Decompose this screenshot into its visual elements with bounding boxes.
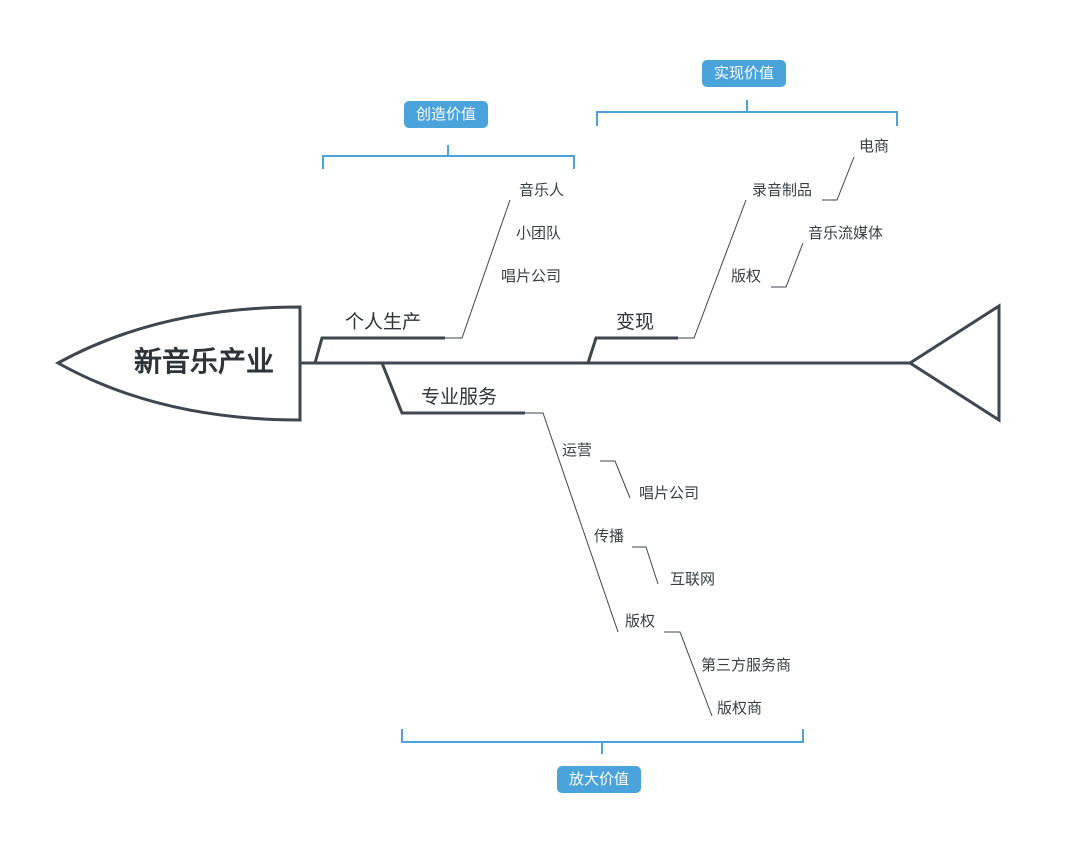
amplify-value-bracket: [401, 729, 804, 754]
branch-monetize-line: [586, 336, 678, 364]
head-title: 新音乐产业: [134, 345, 275, 378]
tag-amplify-value: 放大价值: [557, 766, 642, 793]
tag-realize-value: 实现价值: [702, 60, 787, 87]
monetize-item-recording: 录音制品: [752, 181, 813, 199]
production-item-team: 小团队: [516, 224, 562, 242]
operation-sub-line: [600, 460, 631, 499]
branch-services-line: [380, 362, 525, 415]
production-sub-line: [445, 199, 511, 339]
realize-value-bracket: [596, 100, 898, 126]
services-item-rights-holder: 版权商: [717, 699, 763, 717]
services-item-third-party: 第三方服务商: [701, 656, 792, 674]
create-value-bracket: [322, 145, 575, 169]
branch-label-monetize: 变现: [616, 311, 655, 333]
monetize-item-copyright: 版权: [731, 267, 762, 285]
monetize-item-ecommerce: 电商: [859, 137, 890, 155]
copyright-sub-line: [664, 631, 713, 717]
spread-sub-line: [632, 546, 659, 585]
branch-label-services: 专业服务: [421, 386, 498, 408]
fish-head-shape: [54, 305, 302, 422]
branch-production-line: [313, 336, 445, 364]
services-item-copyright: 版权: [625, 612, 656, 630]
monetize-item-streaming: 音乐流媒体: [808, 224, 884, 242]
services-item-spread: 传播: [594, 527, 625, 545]
fish-tail-shape: [907, 303, 1001, 423]
services-item-spread-sub: 互联网: [670, 570, 716, 588]
services-sub-line: [525, 412, 619, 633]
services-item-operation-sub: 唱片公司: [639, 484, 700, 502]
ecommerce-sub-line: [822, 156, 855, 201]
tag-create-value: 创造价值: [404, 101, 489, 128]
streaming-sub-line: [771, 242, 804, 288]
production-item-musician: 音乐人: [519, 181, 565, 199]
monetize-sub-line: [678, 199, 747, 339]
services-item-operation: 运营: [562, 441, 593, 459]
branch-label-production: 个人生产: [345, 311, 422, 333]
production-item-label: 唱片公司: [501, 267, 562, 285]
